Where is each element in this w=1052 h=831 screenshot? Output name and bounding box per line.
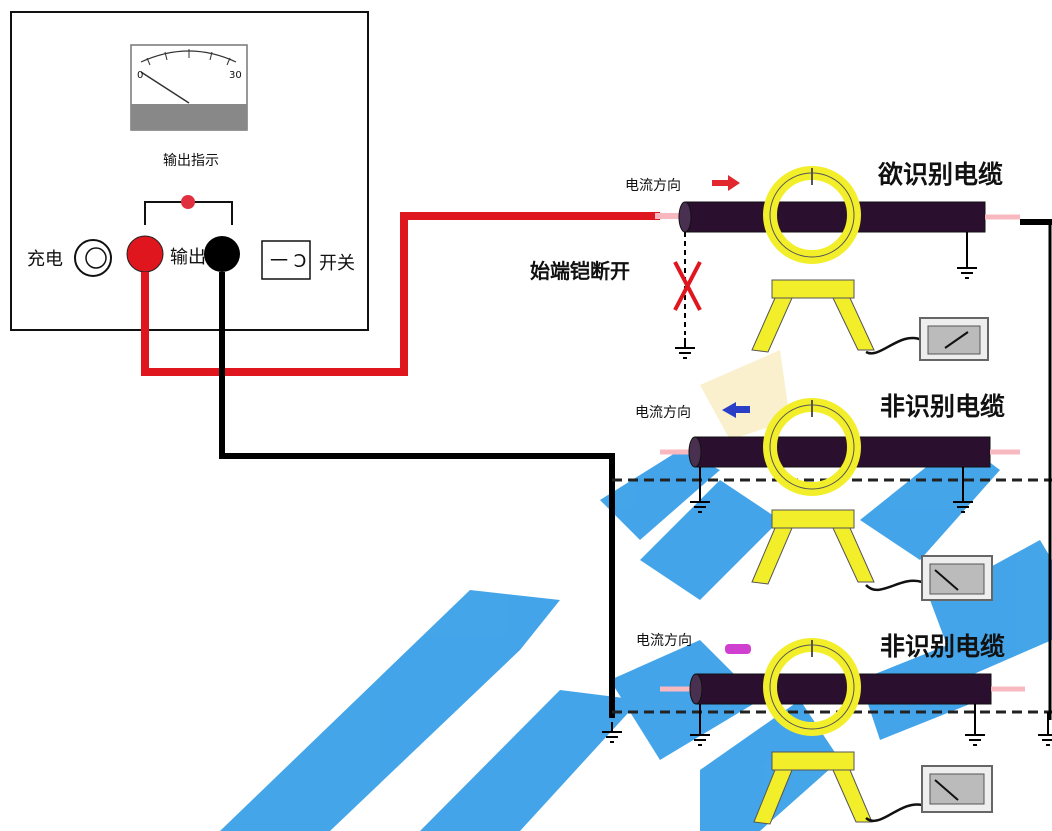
cable-2-label: 非识别电缆	[880, 392, 1005, 421]
red-lead-wire	[141, 212, 660, 376]
black-lead-wire	[219, 272, 615, 718]
start-ground-open-label: 始端铠断开	[530, 259, 630, 283]
receiver-meter-3	[921, 765, 993, 813]
cable-1	[673, 166, 1052, 361]
arrow-left-magenta-icon	[725, 644, 751, 654]
watermark-accent	[700, 350, 790, 440]
clamp-1	[751, 166, 875, 353]
current-label-3: 电流方向	[636, 633, 692, 649]
clamp-2	[751, 398, 875, 585]
power-switch[interactable]: 一 Ͻ	[261, 240, 311, 280]
meter-gauge: 0 30	[130, 44, 248, 131]
current-label-2: 电流方向	[635, 405, 691, 421]
red-output-terminal[interactable]	[126, 235, 164, 273]
cable-3	[612, 638, 1052, 825]
switch-label: 开关	[319, 253, 355, 274]
output-indicator-lamp	[144, 195, 233, 225]
charge-jack-icon	[74, 239, 112, 277]
receiver-meter-1	[919, 317, 989, 361]
cable-1-label: 欲识别电缆	[877, 160, 1003, 189]
output-indicator-label: 输出指示	[163, 153, 219, 169]
switch-symbol: 一 Ͻ	[270, 251, 306, 272]
open-cross-icon	[673, 261, 702, 311]
arrow-left-icon	[722, 402, 750, 418]
cable-3-label: 非识别电缆	[880, 632, 1005, 661]
watermark-logo	[220, 440, 1052, 831]
cable-2	[612, 398, 1052, 601]
black-output-terminal[interactable]	[204, 236, 240, 272]
receiver-meter-2	[921, 555, 993, 601]
clamp-3	[753, 638, 873, 825]
current-label-1: 电流方向	[625, 178, 681, 194]
arrow-right-icon	[712, 175, 740, 191]
meter-needle	[140, 71, 190, 104]
meter-min-label: 0	[137, 70, 143, 81]
output-label: 输出	[170, 247, 206, 268]
charge-label: 充电	[27, 249, 63, 270]
meter-max-label: 30	[229, 70, 242, 81]
